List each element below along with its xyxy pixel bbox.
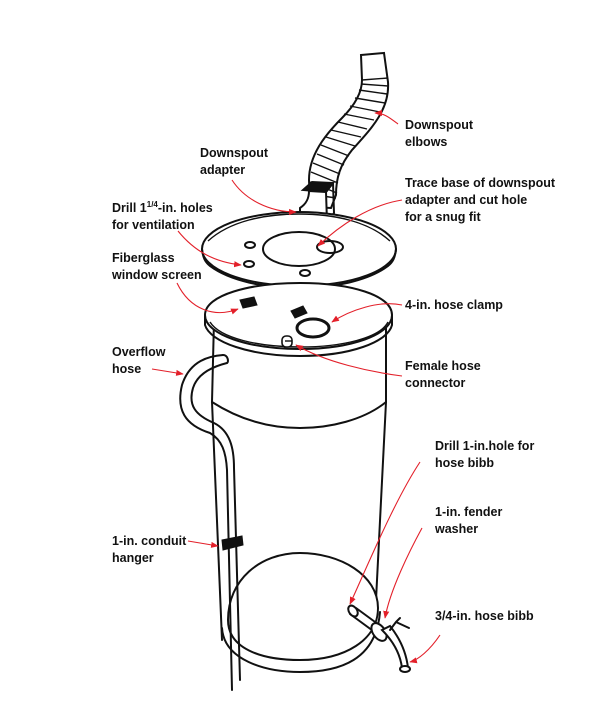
label-drill-vent-prefix: Drill 1 <box>112 201 147 216</box>
label-drill-vent-fraction: 1/4 <box>146 200 158 209</box>
label-drill-vent-holes: Drill 11/4-in. holes for ventilation <box>112 196 213 234</box>
label-downspout-adapter: Downspout adapter <box>200 146 269 177</box>
overflow-hose <box>179 354 244 691</box>
label-trace-base: Trace base of downspout adapter and cut … <box>405 176 556 224</box>
annotation-arrows <box>151 109 441 664</box>
label-downspout-elbows: Downspout elbows <box>405 118 474 149</box>
label-drill-vent-suffix: -in. holes for ventilation <box>112 201 213 233</box>
label-female-connector: Female hose connector <box>405 359 481 390</box>
label-fender-washer: 1-in. fender washer <box>435 505 503 536</box>
barrel-lid <box>201 211 397 289</box>
label-fiberglass-screen: Fiberglass window screen <box>112 251 202 282</box>
female-hose-connector <box>281 335 293 348</box>
label-overflow-hose: Overflow hose <box>112 345 166 376</box>
label-hose-clamp: 4-in. hose clamp <box>405 298 503 312</box>
label-hose-bibb: 3/4-in. hose bibb <box>435 609 534 623</box>
barrel-body <box>203 281 394 673</box>
conduit-hanger <box>221 535 244 551</box>
label-conduit-hanger: 1-in. conduit hanger <box>112 534 187 565</box>
label-drill-bibb-hole: Drill 1-in.hole for hose bibb <box>435 439 535 470</box>
hose-bibb <box>347 604 411 673</box>
downspout-elbows <box>307 51 390 210</box>
